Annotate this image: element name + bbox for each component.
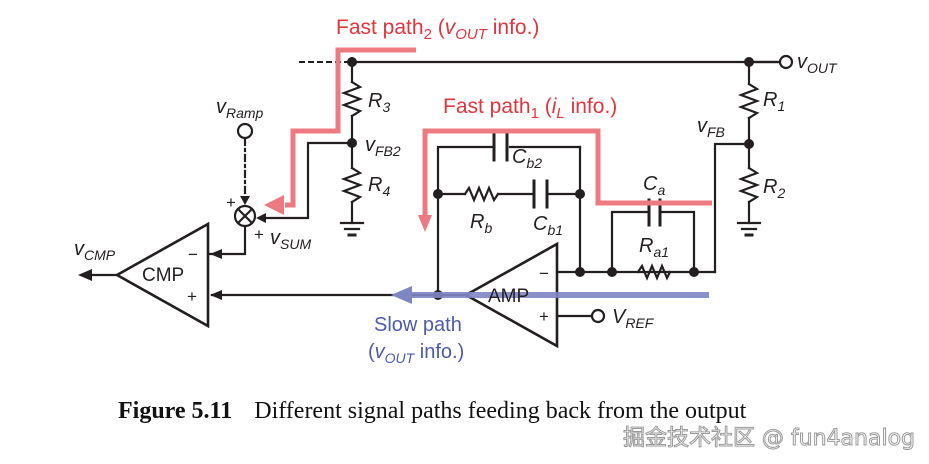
vout-terminal — [778, 54, 794, 70]
junction-dot — [689, 267, 699, 277]
junction-dot — [744, 139, 754, 149]
arrow-vcmp — [78, 269, 92, 281]
fast-path-2-arrow — [264, 195, 284, 215]
vsum-label: vSUM — [270, 227, 311, 252]
slow-path-arrow — [391, 286, 412, 304]
ra1-resistor — [636, 263, 672, 281]
vref-label: VREF — [612, 306, 655, 331]
summer-x-2 — [237, 208, 253, 224]
r2-resistor — [737, 166, 761, 204]
vramp-label: vRamp — [216, 96, 264, 121]
ca-left-wire — [610, 210, 650, 274]
junction-dot — [575, 267, 585, 277]
junction-dot — [744, 57, 754, 67]
ca-label: Ca — [643, 173, 665, 198]
watermark: 掘金技术社区 @ fun4analog — [622, 426, 915, 452]
r4-resistor — [340, 166, 364, 204]
summer-plus-top: + — [226, 193, 236, 212]
r3-resistor — [340, 80, 364, 118]
amp-plus-sign: + — [539, 307, 549, 326]
r1-label: R1 — [763, 89, 785, 114]
figure-label: Figure 5.11 — [118, 398, 233, 424]
slow-path-label-line1: Slow path — [374, 314, 462, 336]
r4-label: R4 — [368, 174, 390, 199]
figure-caption: Figure 5.11 Different signal paths feedin… — [118, 398, 746, 425]
vcmp-label: vCMP — [74, 238, 116, 263]
vfb-wire — [713, 142, 751, 274]
summer-plus-bottom: + — [254, 225, 264, 244]
ca-right-wire — [659, 210, 696, 274]
rb-label: Rb — [470, 211, 492, 236]
fast-path-1-label: Fast path1 (iL info.) — [443, 95, 617, 122]
cb2-label: Cb2 — [512, 146, 542, 171]
junction-dot — [575, 189, 585, 199]
arrow-vramp — [240, 196, 250, 205]
r2-label: R2 — [763, 176, 785, 201]
amp-label: AMP — [488, 286, 529, 307]
vfb2-wire — [258, 141, 354, 220]
vsum-wire — [208, 225, 247, 256]
slow-path-label-line2: (vOUT info.) — [368, 341, 464, 366]
arrow-cmp-minus — [210, 249, 222, 259]
junction-dot — [347, 57, 357, 67]
arrow-cmp-plus — [210, 290, 222, 300]
comp-left-wire — [436, 145, 495, 297]
cmp-triangle — [114, 221, 210, 329]
ra1-label: Ra1 — [639, 235, 669, 260]
vref-terminal — [590, 308, 606, 324]
vout-label: vOUT — [797, 51, 838, 76]
fast-path-1-line — [422, 128, 712, 220]
fast-path-2-label: Fast path2 (vOUT info.) — [336, 16, 539, 43]
arrow-vfb2 — [256, 213, 266, 223]
rb-resistor — [463, 185, 500, 203]
vfb2-label: vFB2 — [365, 134, 401, 159]
vramp-terminal — [236, 122, 254, 140]
r3-label: R3 — [368, 90, 390, 115]
junction-dot — [607, 267, 617, 277]
figure-caption-text: Different signal paths feeding back from… — [254, 398, 747, 424]
amp-minus-sign: − — [539, 264, 549, 283]
cmp-plus-sign: + — [187, 287, 197, 306]
junction-dot — [347, 138, 357, 148]
junction-dot — [433, 189, 443, 199]
r1-resistor — [737, 82, 761, 120]
cmp-label: CMP — [142, 265, 184, 286]
fast-path-1-arrow — [418, 215, 432, 232]
vfb-label: vFB — [697, 115, 725, 140]
cmp-minus-sign: − — [188, 245, 198, 264]
fast-path-2-line — [285, 47, 416, 208]
cb1-label: Cb1 — [533, 213, 563, 238]
